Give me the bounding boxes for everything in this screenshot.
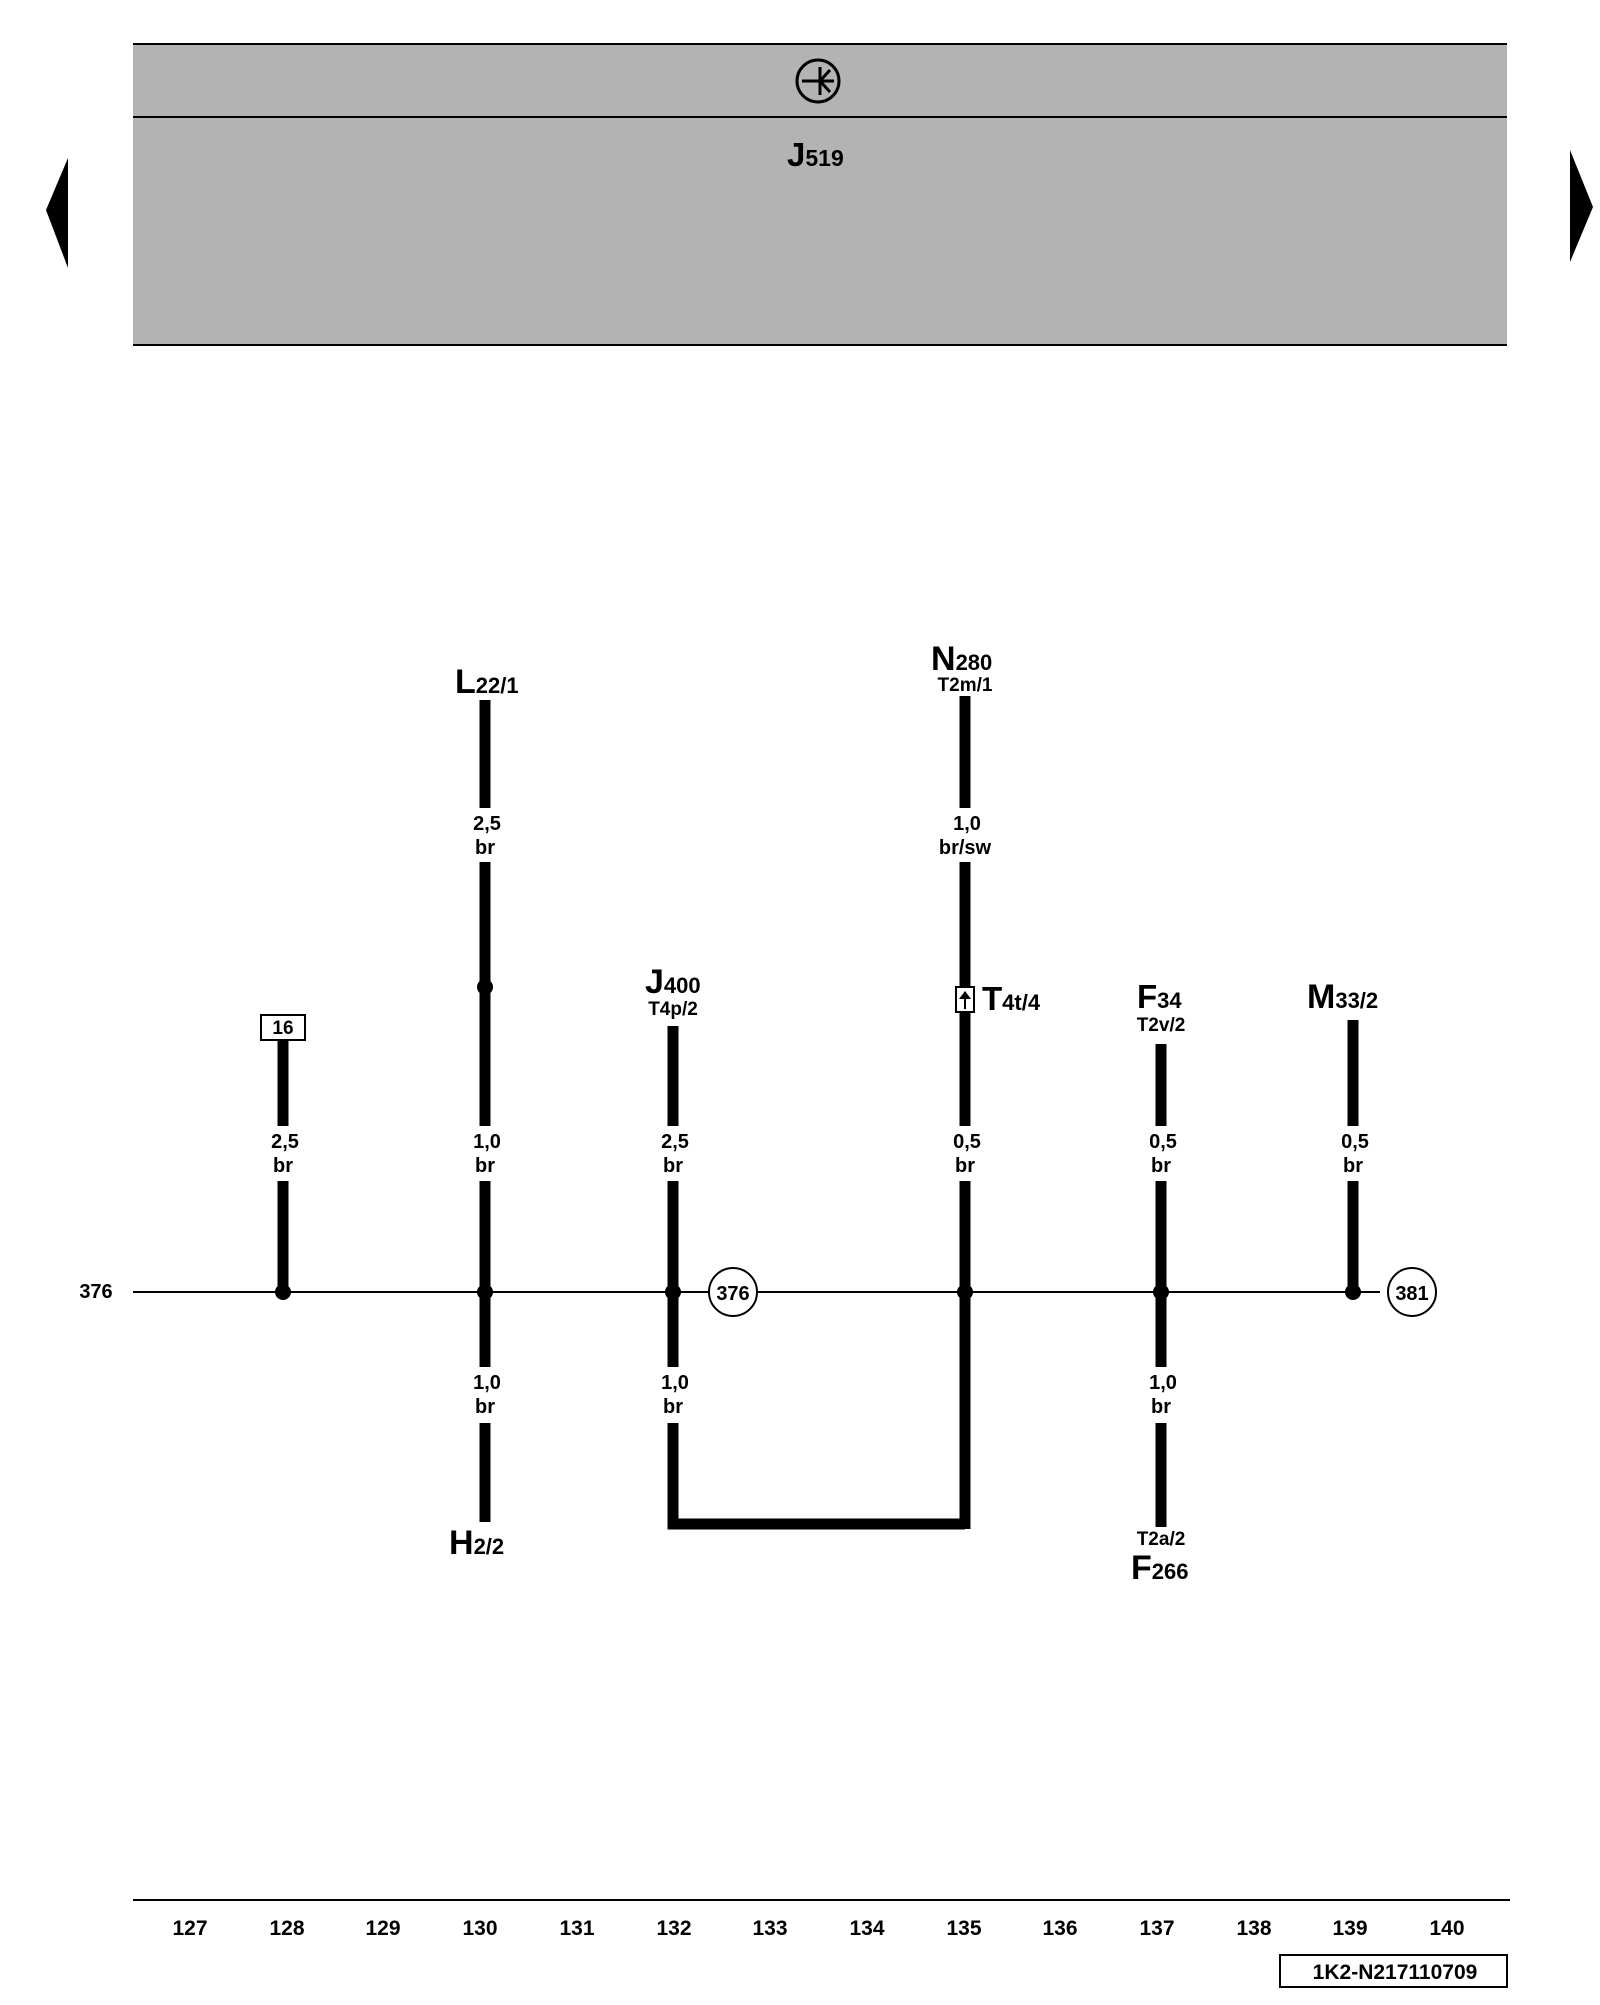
grid-number: 128: [269, 1917, 304, 1940]
bus-ref-376-label: 376: [716, 1283, 749, 1305]
wire-color: br: [1151, 1155, 1171, 1177]
grid-numbers: 127 128 129 130 131 132 133 134 135 136 …: [172, 1917, 1464, 1940]
component-labels: L22/1 N280 T2m/1 J400 T4p/2 T4t/4 F34 T2…: [449, 640, 1378, 1587]
fuse-label: 16: [272, 1018, 293, 1039]
grid-number: 132: [656, 1917, 691, 1940]
wire-size: 1,0: [661, 1372, 689, 1394]
wire-labels: 2,5 br 2,5 br 1,0 br 1,0 br 2,5 br 1,0 b…: [271, 813, 1369, 1418]
grid-number: 127: [172, 1917, 207, 1940]
wire-color: br: [955, 1155, 975, 1177]
document-code-box: 1K2-N217110709: [1279, 1954, 1508, 1988]
wire-size: 1,0: [473, 1372, 501, 1394]
wire-color: br/sw: [939, 837, 992, 859]
bus-ref-376[interactable]: 376: [708, 1267, 758, 1317]
wire-size: 0,5: [1341, 1131, 1369, 1153]
grid-number: 139: [1332, 1917, 1367, 1940]
component-t4t[interactable]: T4t/4: [982, 980, 1041, 1017]
junction-dot: [665, 1284, 681, 1300]
wire-color: br: [475, 1155, 495, 1177]
junction-dot: [957, 1284, 973, 1300]
wire-size: 1,0: [1149, 1372, 1177, 1394]
wire-lines: [277, 696, 1359, 1530]
wire-size: 2,5: [271, 1131, 299, 1153]
component-f266[interactable]: F266: [1131, 1549, 1189, 1587]
wire-size: 0,5: [953, 1131, 981, 1153]
junction-dot: [275, 1284, 291, 1300]
pin-n280: T2m/1: [938, 675, 993, 696]
grid-number: 131: [559, 1917, 594, 1940]
component-l22[interactable]: L22/1: [455, 663, 519, 701]
wire-size: 2,5: [473, 813, 501, 835]
pin-f266: T2a/2: [1137, 1529, 1186, 1550]
wire-size: 2,5: [661, 1131, 689, 1153]
grid-number: 136: [1042, 1917, 1077, 1940]
grid-number: 135: [946, 1917, 981, 1940]
wire-color: br: [663, 1155, 683, 1177]
grid-number: 133: [752, 1917, 787, 1940]
wire-color: br: [1151, 1396, 1171, 1418]
junction-dot: [1345, 1284, 1361, 1300]
grid-number: 129: [365, 1917, 400, 1940]
wire-color: br: [475, 837, 495, 859]
wire-color: br: [1343, 1155, 1363, 1177]
connector-icon: [955, 986, 975, 1013]
junction-dot: [1153, 1284, 1169, 1300]
next-page-arrow[interactable]: [1570, 150, 1593, 262]
document-code: 1K2-N217110709: [1313, 1961, 1478, 1984]
wire-bridge-132-135: [667, 1423, 965, 1530]
grid-number: 137: [1139, 1917, 1174, 1940]
bus-ref-381[interactable]: 381: [1387, 1267, 1437, 1317]
control-unit-header: J519: [133, 43, 1507, 346]
grid-number: 130: [462, 1917, 497, 1940]
pin-j400: T4p/2: [648, 999, 698, 1020]
pin-f34: T2v/2: [1137, 1015, 1186, 1036]
component-j400[interactable]: J400: [645, 963, 701, 1001]
ground-circle-icon: [795, 58, 841, 104]
wire-size: 1,0: [953, 813, 981, 835]
wire-size: 0,5: [1149, 1131, 1177, 1153]
grid-number: 138: [1236, 1917, 1271, 1940]
bus-ref-381-label: 381: [1395, 1283, 1428, 1305]
wire-size: 1,0: [473, 1131, 501, 1153]
grid-number: 140: [1429, 1917, 1464, 1940]
grid-number: 134: [849, 1917, 884, 1940]
control-unit-label: J519: [787, 136, 844, 173]
junction-dot: [477, 1284, 493, 1300]
wire-color: br: [273, 1155, 293, 1177]
component-m33[interactable]: M33/2: [1307, 978, 1378, 1016]
component-f34[interactable]: F34: [1137, 978, 1182, 1015]
splice-dot: [477, 979, 493, 995]
component-h2[interactable]: H2/2: [449, 1524, 504, 1562]
previous-page-arrow[interactable]: [46, 158, 68, 268]
wire-color: br: [663, 1396, 683, 1418]
junction-dots: [275, 979, 1361, 1300]
wire-color: br: [475, 1396, 495, 1418]
fuse-box: 16: [260, 1014, 306, 1041]
component-n280[interactable]: N280: [931, 640, 992, 678]
bus-left-label: 376: [79, 1281, 112, 1303]
